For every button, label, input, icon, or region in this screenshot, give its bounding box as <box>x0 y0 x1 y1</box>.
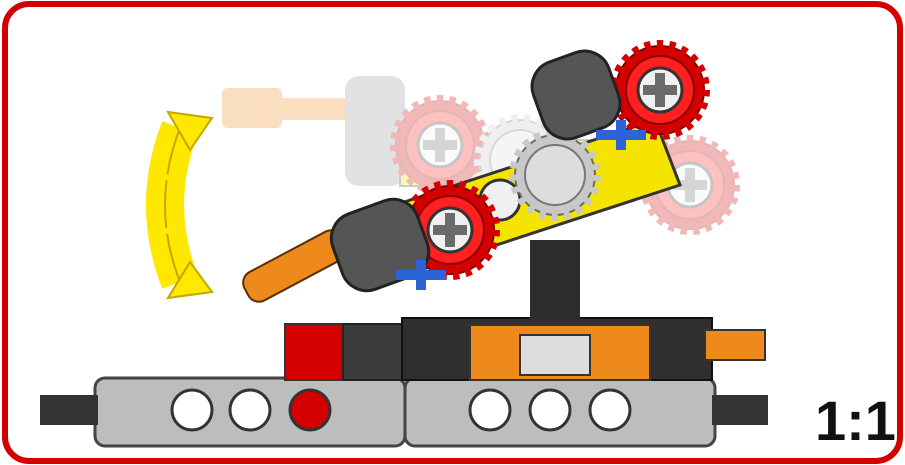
stand <box>530 240 580 320</box>
base-beam <box>40 378 768 446</box>
base-top <box>285 318 765 380</box>
gear-icon <box>616 46 704 134</box>
scale-label: 1:1 <box>815 389 896 452</box>
